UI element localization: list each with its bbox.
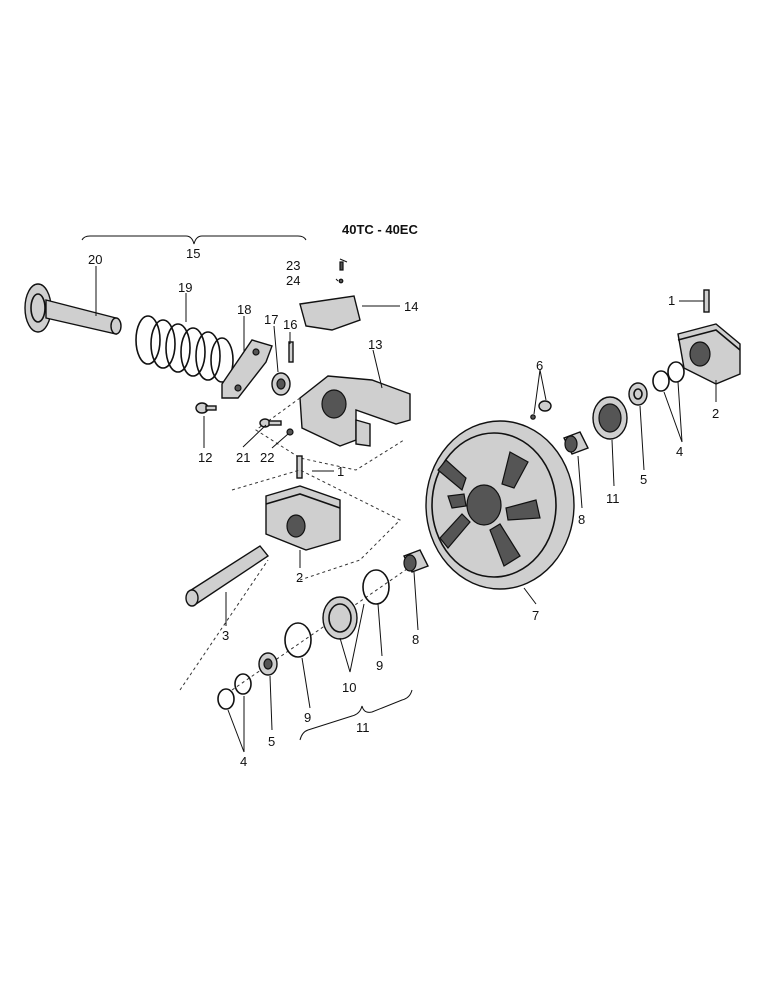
mounting-plate-part — [221, 339, 273, 399]
snap-ring-part-4-left-a — [217, 688, 235, 710]
callout-16: 16 — [283, 317, 297, 332]
yoke-part — [299, 375, 411, 447]
nut-part-22 — [286, 428, 294, 436]
seal-assembly-part-right — [592, 396, 628, 440]
callout-5-right: 5 — [640, 472, 647, 487]
bearing-block-part-right — [677, 323, 741, 385]
pin-part-1-left — [296, 455, 303, 479]
shim-plate-part — [299, 295, 361, 331]
callout-20: 20 — [88, 252, 102, 267]
washer-part-5-left — [258, 652, 278, 676]
block-dash — [231, 469, 401, 581]
callout-4-right: 4 — [676, 444, 683, 459]
nut-part — [271, 372, 291, 396]
spring-rod-part — [24, 283, 122, 335]
snap-ring-part-4-left-b — [234, 673, 252, 695]
seal-part-left — [322, 596, 358, 640]
washer-part-24 — [338, 278, 344, 284]
coil-spring-part — [135, 315, 234, 383]
bushing-part-left — [403, 549, 429, 573]
callout-15: 15 — [186, 246, 200, 261]
callout-17: 17 — [264, 312, 278, 327]
callout-24: 24 — [286, 273, 300, 288]
shaft-part — [185, 545, 270, 607]
callout-2-left: 2 — [296, 570, 303, 585]
plug-part — [530, 400, 552, 420]
callout-7: 7 — [532, 608, 539, 623]
callout-6: 6 — [536, 358, 543, 373]
model-header: 40TC - 40EC — [342, 222, 418, 237]
callout-21: 21 — [236, 450, 250, 465]
o-ring-part-upper — [362, 569, 390, 605]
callout-13: 13 — [368, 337, 382, 352]
callout-1-right: 1 — [668, 293, 675, 308]
callout-9-lower: 9 — [304, 710, 311, 725]
callout-5-left: 5 — [268, 734, 275, 749]
bolt-part-23 — [339, 261, 344, 271]
bracket-15 — [81, 235, 307, 245]
callout-9-upper: 9 — [376, 658, 383, 673]
callout-11-left: 11 — [356, 720, 370, 735]
callout-11-right: 11 — [606, 491, 620, 506]
callout-labels: 20 15 19 18 17 16 23 24 14 13 12 21 22 1… — [88, 246, 719, 769]
snap-ring-part-4-right-a — [652, 370, 670, 392]
idler-wheel-part — [425, 420, 575, 590]
pin-part-1-right — [703, 289, 710, 313]
bushing-part-right — [563, 431, 589, 455]
o-ring-part-lower — [284, 622, 312, 658]
cotter-pin-part-16 — [288, 341, 294, 363]
callout-8-left: 8 — [412, 632, 419, 647]
snap-ring-part-4-right-b — [667, 361, 685, 383]
callout-12: 12 — [198, 450, 212, 465]
callout-4-left: 4 — [240, 754, 247, 769]
bolt-part-12 — [195, 402, 217, 414]
callout-23: 23 — [286, 258, 300, 273]
callout-1-left: 1 — [337, 464, 344, 479]
washer-part-5-right — [628, 382, 648, 406]
callout-22: 22 — [260, 450, 274, 465]
yoke-dash — [255, 397, 405, 471]
callout-2-right: 2 — [712, 406, 719, 421]
callout-8-right: 8 — [578, 512, 585, 527]
callout-18: 18 — [237, 302, 251, 317]
leader-lines — [95, 258, 717, 753]
callout-3: 3 — [222, 628, 229, 643]
bearing-block-part-left — [265, 485, 341, 551]
bolt-part-21 — [259, 418, 282, 428]
callout-19: 19 — [178, 280, 192, 295]
callout-14: 14 — [404, 299, 418, 314]
callout-10: 10 — [342, 680, 356, 695]
bracket-11 — [299, 689, 413, 741]
